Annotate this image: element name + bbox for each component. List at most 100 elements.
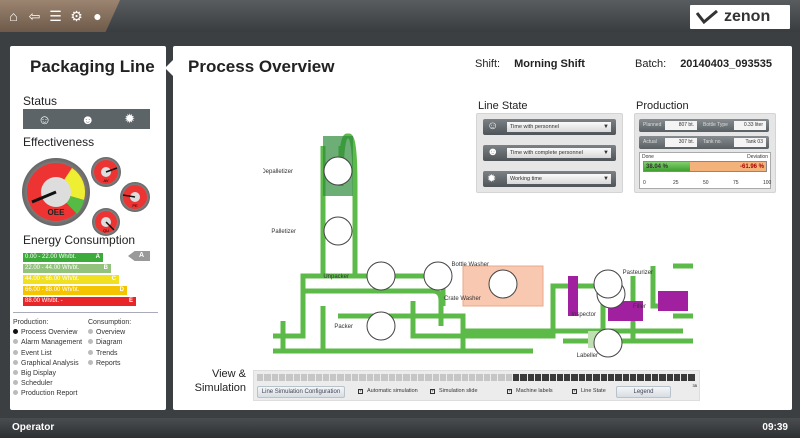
top-bar: ⌂ ⇦ ☰ ⚙ ● zenon (0, 0, 800, 32)
gear-icon[interactable]: ✹ (124, 111, 136, 126)
machine-label: Packer (334, 324, 353, 330)
slider-segment (257, 374, 264, 381)
shift-value: Morning Shift (514, 58, 585, 70)
slider-segment (534, 374, 542, 381)
nav-item[interactable]: Reports (88, 359, 131, 369)
bullet-icon (13, 390, 18, 396)
slider-segment (469, 374, 476, 381)
bullet-icon (88, 359, 93, 365)
nav-item[interactable]: Scheduler (13, 379, 82, 389)
slider-segment (271, 374, 278, 381)
panel-title: Packaging Line (30, 57, 155, 76)
gauge-label: AV (103, 178, 108, 183)
gauge-label: PE (132, 203, 138, 208)
slider-segment (322, 374, 330, 381)
dropdown-arrow-icon: ▼ (603, 150, 609, 156)
slider-segment (681, 374, 688, 381)
slider-segment (403, 374, 410, 381)
legend-button[interactable]: Legend (616, 386, 671, 398)
bullet-icon (13, 359, 18, 365)
energy-class-bar: 0.00 - 22.00 Wh/bt.A (23, 253, 103, 262)
nav-item[interactable]: Big Display (13, 369, 82, 379)
tick-label: 0 (643, 180, 646, 186)
line-state-select[interactable]: Time with complete personnel▼ (507, 148, 611, 158)
machine-depalletizer[interactable]: Depalletizer (263, 156, 353, 186)
nav-item[interactable]: Event List (13, 349, 82, 359)
machine-filler[interactable]: Filler (593, 269, 646, 310)
persons-icon[interactable]: ☻ (80, 111, 95, 127)
person-icon[interactable]: ☺ (37, 111, 52, 127)
line-state-panel: ☺Time with personnel▼ ☻Time with complet… (476, 113, 623, 193)
simulation-slide-checkbox[interactable]: ✓Simulation slide (430, 388, 478, 394)
bullet-icon (13, 329, 18, 335)
gear-icon[interactable]: ⚙ (70, 7, 83, 24)
status-bar: ☺ ☻ ✹ (23, 109, 150, 129)
slider-segment (644, 374, 651, 381)
gauge-av: AV (91, 157, 121, 187)
home-icon[interactable]: ⌂ (9, 7, 18, 24)
energy-current-class: A (128, 251, 150, 261)
production-heading: Production (636, 100, 689, 112)
line-state-select[interactable]: Time with personnel▼ (507, 122, 611, 132)
machine-crate-washer[interactable]: Crate Washer (423, 261, 481, 302)
slider-segment (417, 374, 425, 381)
user-icon[interactable]: ● (93, 7, 102, 24)
nav-item[interactable]: Process Overview (13, 328, 82, 338)
nav-item[interactable]: Trends (88, 349, 131, 359)
slider-segment (527, 374, 534, 381)
slider-segment (366, 374, 373, 381)
nav-item[interactable]: Production Report (13, 389, 82, 399)
simulation-slider[interactable] (257, 374, 695, 381)
simulation-heading: View &Simulation (194, 368, 246, 394)
slider-segment (264, 374, 271, 381)
machine-labeller[interactable]: Labeller (577, 328, 623, 358)
slider-segment (381, 374, 388, 381)
simulation-panel: 35 Line Simulation Configuration ✓Automa… (253, 370, 700, 401)
machine-unpacker[interactable]: Unpacker (323, 261, 396, 291)
slider-segment (432, 374, 439, 381)
back-arrow-icon[interactable]: ⇦ (28, 7, 41, 24)
main-panel: Process Overview Shift:Morning Shift Bat… (165, 46, 792, 410)
dropdown-arrow-icon: ▼ (603, 124, 609, 130)
machine-labels-checkbox[interactable]: ✓Machine labels (507, 388, 553, 394)
list-icon[interactable]: ☰ (49, 7, 62, 24)
nav-item[interactable]: Overview (88, 328, 131, 338)
machine-label: Inspector (571, 312, 596, 318)
line-simulation-configuration-button[interactable]: Line Simulation Configuration (257, 386, 345, 398)
gauge-qu: QU (92, 208, 120, 236)
nav-heading: Consumption: (88, 319, 132, 326)
done-progress-bar: 38.04 % -61.96 % (643, 161, 767, 172)
slider-segment (688, 374, 695, 381)
machine-palletizer[interactable]: Palletizer (271, 216, 353, 246)
slider-segment (286, 374, 293, 381)
slider-max: 35 (692, 383, 697, 388)
automatic-simulation-checkbox[interactable]: ✓Automatic simulation (358, 388, 418, 394)
slider-segment (439, 374, 447, 381)
status-bar: Operator 09:39 (0, 418, 800, 438)
slider-segment (315, 374, 322, 381)
machine-bottle-washer[interactable]: Bottle Washer (452, 262, 518, 299)
machine-packer[interactable]: Packer (334, 311, 396, 341)
nav-item[interactable]: Diagram (88, 338, 131, 348)
slider-segment (673, 374, 681, 381)
line-state-select[interactable]: Working time▼ (507, 174, 611, 184)
slider-segment (629, 374, 637, 381)
bullet-icon (13, 349, 18, 355)
slider-segment (622, 374, 629, 381)
tick-label: 100 (763, 180, 772, 186)
current-user: Operator (12, 422, 55, 433)
nav-item[interactable]: Alarm Management (13, 338, 82, 348)
slider-segment (549, 374, 556, 381)
nav-item[interactable]: Graphical Analysis (13, 359, 82, 369)
bullet-icon (88, 329, 93, 335)
line-state-checkbox[interactable]: ✓Line State (572, 388, 606, 394)
clock: 09:39 (762, 422, 788, 433)
slider-segment (352, 374, 359, 381)
machine-pasteurizer[interactable]: Pasteurizer (623, 270, 653, 276)
slider-segment (425, 374, 432, 381)
gauge-oee: OEE (22, 158, 90, 226)
machine-label: Palletizer (271, 229, 296, 235)
shift-info: Shift:Morning Shift (475, 58, 585, 70)
